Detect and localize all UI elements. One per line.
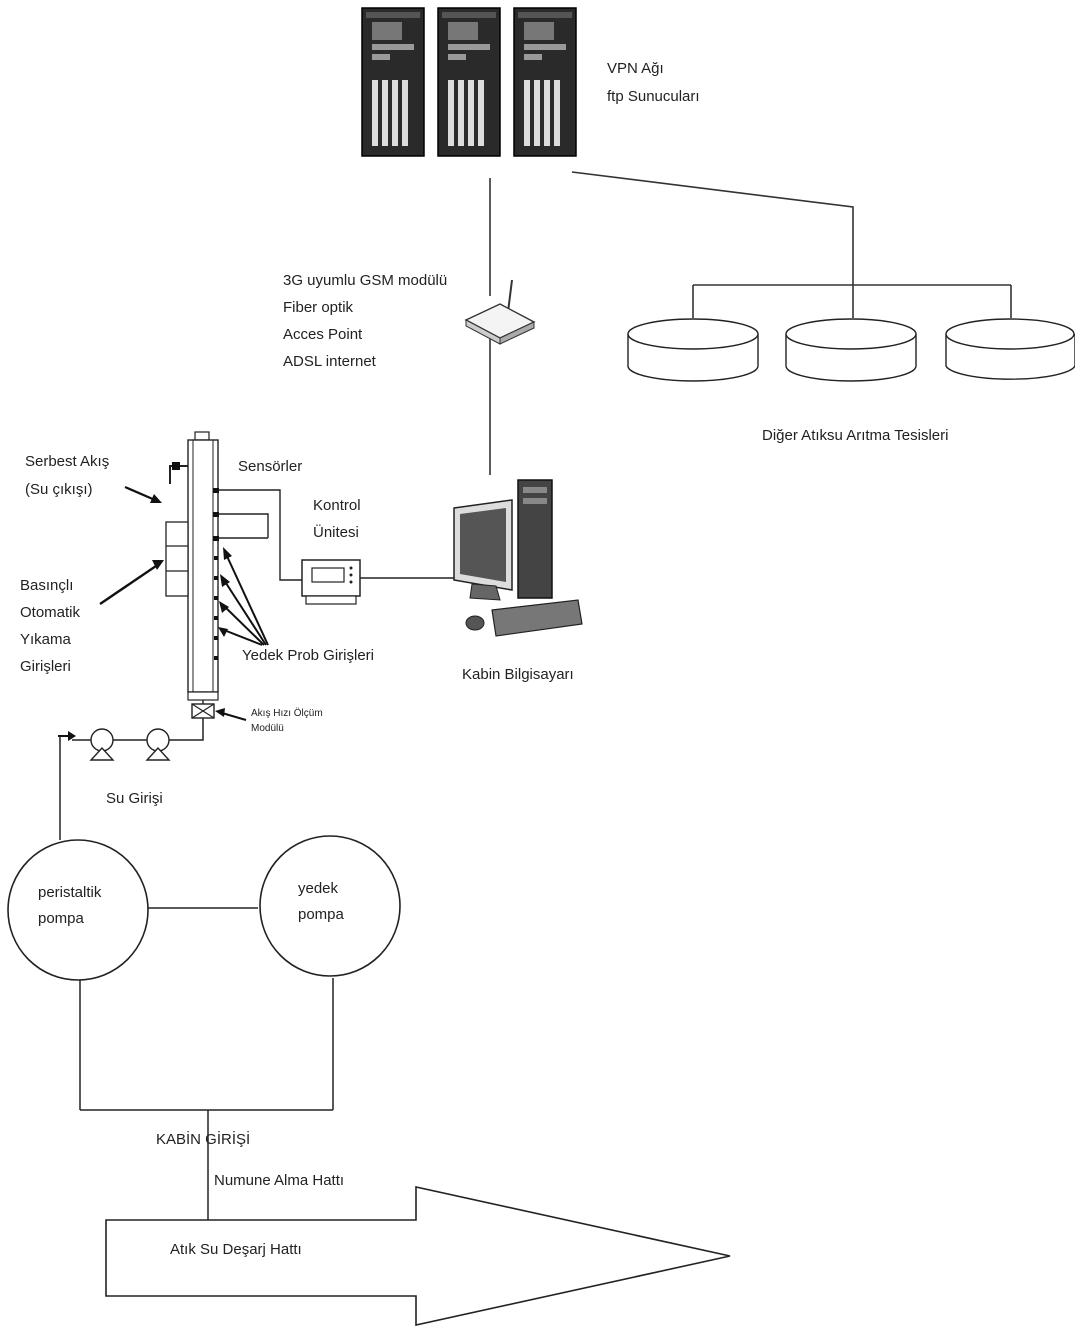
flow-meter-icon	[191, 700, 215, 719]
cabin-inlet-label: KABİN GİRİŞİ	[156, 1130, 250, 1148]
peristaltic-pump-label-1: peristaltik	[38, 884, 102, 901]
sampling-line-label: Numune Alma Hattı	[214, 1172, 344, 1189]
flow-meter-arrow-icon	[215, 708, 247, 721]
spare-pump-icon	[259, 835, 401, 977]
flow-meter-label-2: Modülü	[251, 723, 284, 734]
peristaltic-pump-label-2: pompa	[38, 910, 85, 927]
wash-label-4: Girişleri	[20, 658, 71, 675]
sensors-label: Sensörler	[238, 458, 302, 475]
water-inlet-label: Su Girişi	[106, 790, 163, 807]
free-flow-arrow-icon	[124, 485, 162, 503]
small-pump-icon-1	[89, 728, 115, 761]
server-tower-1	[361, 7, 425, 157]
plant-cylinder-1	[627, 318, 759, 382]
router-icon	[464, 279, 536, 345]
sensor-column	[165, 431, 219, 701]
pump-lines	[59, 736, 334, 1220]
control-label-1: Kontrol	[313, 497, 361, 514]
plant-cylinder-2	[785, 318, 917, 382]
control-unit-icon	[301, 559, 361, 605]
spare-pump-label-1: yedek	[298, 880, 339, 897]
control-label-2: Ünitesi	[313, 523, 359, 541]
wash-label-3: Yıkama	[20, 631, 72, 648]
computer-icon	[453, 479, 583, 637]
servers-label-1: VPN Ağı	[607, 60, 664, 77]
free-flow-label-2: (Su çıkışı)	[25, 481, 93, 498]
wash-label-1: Basınçlı	[20, 577, 73, 594]
computer-label: Kabin Bilgisayarı	[462, 666, 574, 683]
plant-cylinders	[627, 318, 1075, 382]
spare-pump-label-2: pompa	[298, 906, 345, 923]
small-pump-icon-2	[145, 728, 171, 761]
server-tower-3	[513, 7, 577, 157]
spare-probes-label: Yedek Prob Girişleri	[242, 647, 374, 664]
spare-probes-arrows-icon	[218, 547, 269, 646]
plant-cylinder-3	[945, 318, 1075, 380]
wash-label-2: Otomatik	[20, 604, 81, 621]
small-pump-icons	[89, 728, 171, 761]
servers-label-2: ftp Sunucuları	[607, 88, 700, 105]
gsm-labels: 3G uyumlu GSM modülü Fiber optik Acces P…	[283, 272, 447, 370]
discharge-arrow-icon	[105, 1186, 731, 1326]
server-towers-icon	[361, 7, 577, 157]
server-tower-2	[437, 7, 501, 157]
gsm-label-2: Fiber optik	[283, 299, 354, 316]
peristaltic-pump-icon	[7, 839, 149, 981]
gsm-label-1: 3G uyumlu GSM modülü	[283, 272, 447, 289]
free-flow-label-1: Serbest Akış	[25, 453, 109, 470]
sensor-wiring	[219, 489, 456, 581]
gsm-label-3: Acces Point	[283, 326, 363, 343]
network-lines	[489, 171, 1012, 475]
gsm-label-4: ADSL internet	[283, 353, 377, 370]
inlet-piping	[72, 718, 204, 741]
plants-label: Diğer Atıksu Arıtma Tesisleri	[762, 427, 948, 444]
wash-arrow-icon	[99, 560, 164, 605]
flow-meter-label-1: Akış Hızı Ölçüm	[251, 707, 323, 719]
discharge-line-label: Atık Su Deşarj Hattı	[170, 1241, 302, 1258]
